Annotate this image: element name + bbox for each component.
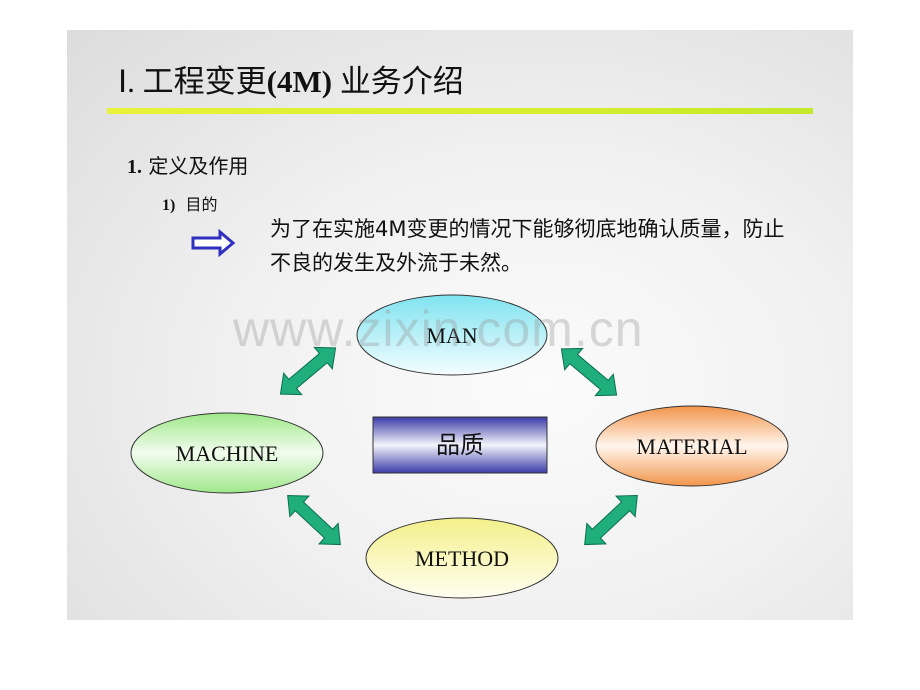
purpose-text: 为了在实施4M变更的情况下能够彻底地确认质量，防止不良的发生及外流于未然。 <box>270 217 785 275</box>
slide-title: Ⅰ. 工程变更(4M) 业务介绍 <box>118 64 464 99</box>
node-material: MATERIAL <box>595 405 789 487</box>
center-quality-box: 品质 <box>372 416 548 474</box>
section-heading: 1. 定义及作用 <box>127 154 249 178</box>
svg-text:MATERIAL: MATERIAL <box>636 434 747 459</box>
arrow-material-method <box>574 484 648 556</box>
svg-text:METHOD: METHOD <box>415 546 509 571</box>
watermark: www.zixin.com.cn <box>233 301 644 357</box>
node-man: MAN <box>356 294 548 376</box>
title-underline <box>107 108 813 114</box>
arrow-machine-method <box>277 484 351 556</box>
node-method: METHOD <box>365 517 559 599</box>
purpose-arrow-icon <box>191 228 236 258</box>
node-machine: MACHINE <box>130 412 324 494</box>
svg-text:MAN: MAN <box>426 323 477 348</box>
svg-text:品质: 品质 <box>436 431 484 459</box>
svg-text:MACHINE: MACHINE <box>176 441 279 466</box>
subsection-heading: 1) 目的 <box>162 195 218 214</box>
